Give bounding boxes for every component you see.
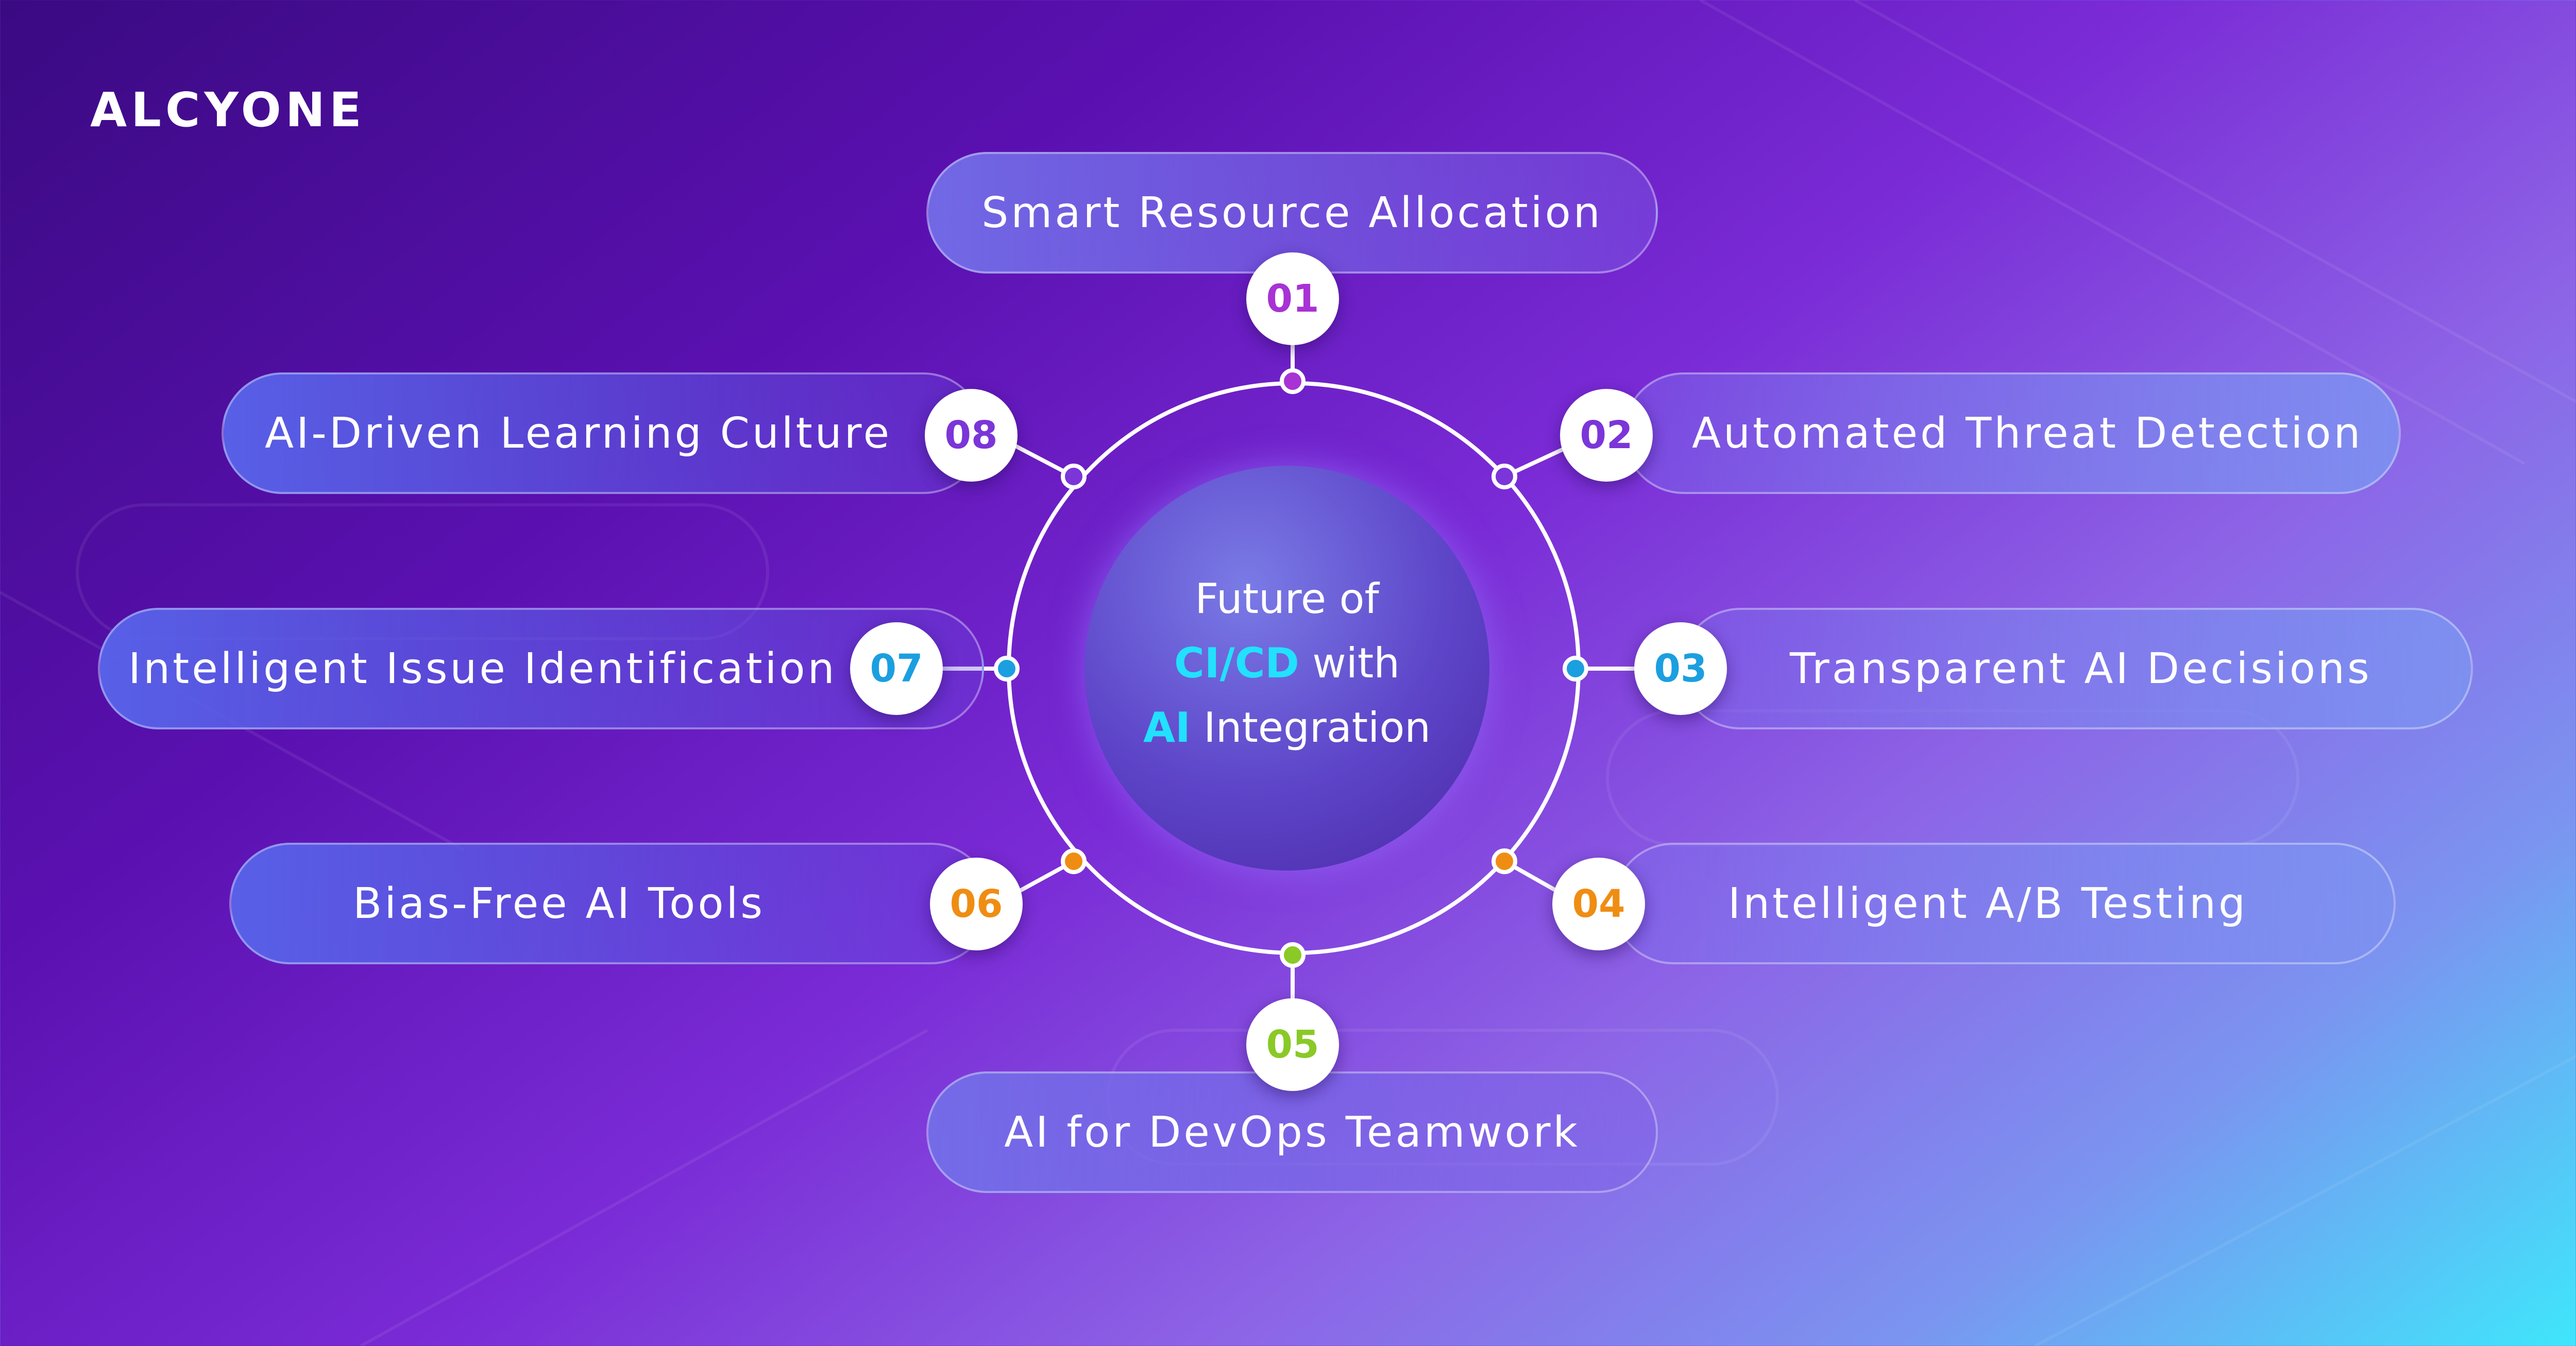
center-highlight-cicd: CI/CD [1174, 639, 1299, 687]
item-04-label: Intelligent A/B Testing [1728, 879, 2248, 928]
item-02-number: 02 [1580, 413, 1633, 457]
item-05-label: AI for DevOps Teamwork [1004, 1108, 1580, 1157]
item-07-number: 07 [870, 646, 923, 691]
ring-dot-06 [1061, 848, 1087, 874]
item-06-pill: Bias-Free AI Tools [229, 843, 992, 964]
item-02-pill: Automated Threat Detection [1623, 372, 2401, 494]
item-08-pill: AI-Driven Learning Culture [222, 372, 984, 494]
center-title-line2-rest: with [1299, 639, 1400, 687]
ring-dot-04 [1492, 848, 1517, 874]
item-01-number-badge: 01 [1246, 252, 1339, 345]
item-05-number-badge: 05 [1246, 998, 1339, 1091]
center-title-line2: CI/CD with [1084, 631, 1489, 695]
center-title: Future of CI/CD with AI Integration [1084, 567, 1489, 760]
item-08-number: 08 [944, 413, 998, 457]
item-04-number-badge: 04 [1552, 858, 1645, 950]
ring-dot-03 [1563, 656, 1588, 681]
center-title-line3-rest: Integration [1190, 704, 1431, 752]
item-07-number-badge: 07 [850, 622, 943, 715]
item-01-label: Smart Resource Allocation [981, 188, 1603, 237]
item-03-label: Transparent AI Decisions [1790, 644, 2372, 693]
brand-logo: ALCYONE [90, 82, 366, 138]
ring-dot-07 [994, 656, 1020, 681]
item-03-number-badge: 03 [1634, 622, 1727, 715]
item-02-number-badge: 02 [1560, 389, 1653, 482]
item-05-number: 05 [1266, 1023, 1319, 1067]
item-06-number: 06 [950, 882, 1003, 926]
item-06-label: Bias-Free AI Tools [352, 879, 765, 928]
center-title-line1: Future of [1195, 575, 1379, 623]
center-disc [1084, 466, 1489, 871]
ring-dot-05 [1280, 942, 1306, 968]
ring-dot-02 [1492, 464, 1517, 489]
ring-dot-01 [1280, 368, 1306, 394]
item-08-number-badge: 08 [925, 389, 1018, 482]
logo-text: ALCYONE [90, 82, 366, 138]
item-05-pill: AI for DevOps Teamwork [926, 1071, 1658, 1193]
item-07-pill: Intelligent Issue Identification [98, 608, 984, 729]
item-08-label: AI-Driven Learning Culture [265, 408, 892, 458]
ring-dot-08 [1061, 464, 1087, 489]
center-title-line3: AI Integration [1084, 695, 1489, 760]
item-02-label: Automated Threat Detection [1692, 408, 2363, 458]
item-04-pill: Intelligent A/B Testing [1613, 843, 2396, 964]
item-07-label: Intelligent Issue Identification [128, 644, 837, 693]
item-06-number-badge: 06 [930, 858, 1023, 950]
center-highlight-ai: AI [1143, 704, 1191, 752]
item-04-number: 04 [1572, 882, 1625, 926]
item-03-number: 03 [1654, 646, 1707, 691]
item-01-number: 01 [1266, 277, 1319, 321]
item-03-pill: Transparent AI Decisions [1680, 608, 2473, 729]
